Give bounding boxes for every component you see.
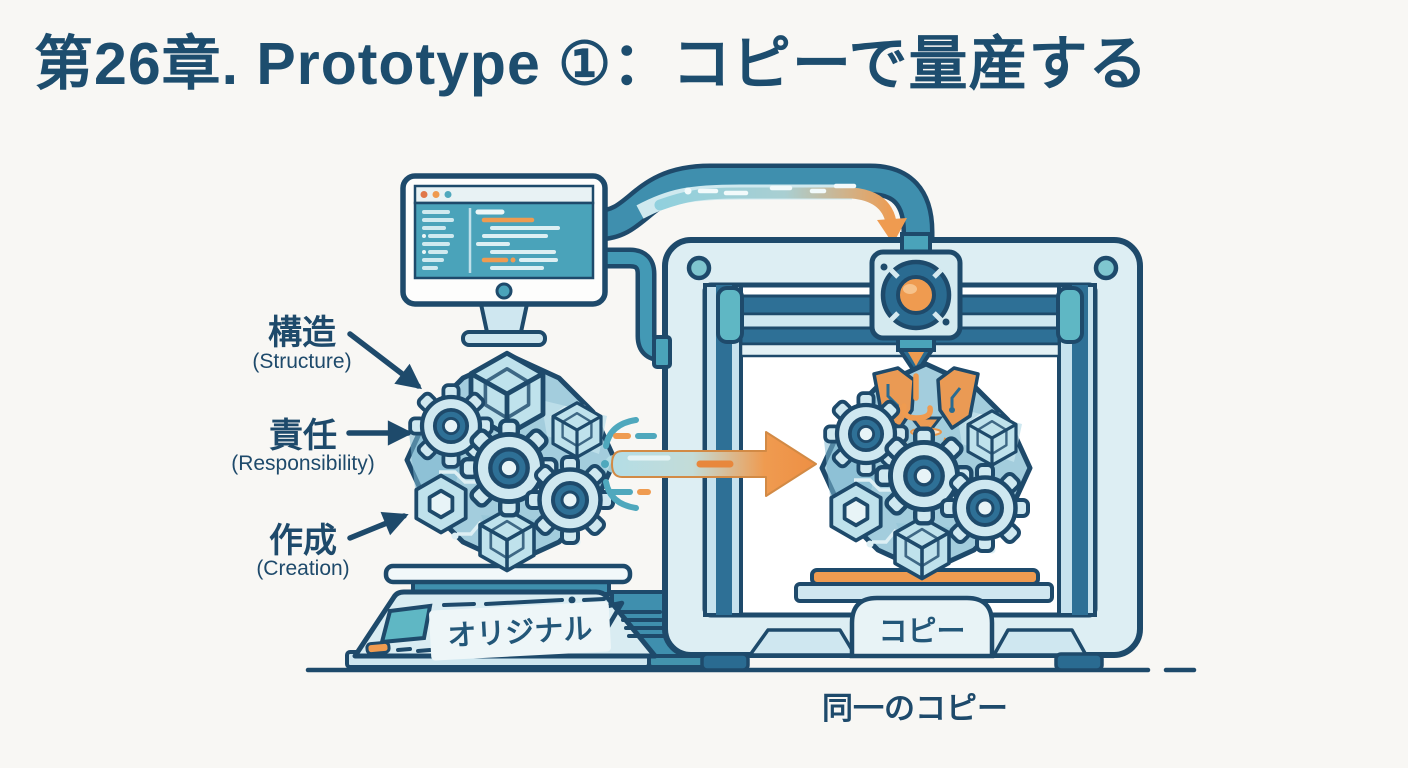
printer-screw-left xyxy=(686,255,712,281)
code-editor-monitor-illustration xyxy=(400,173,608,347)
monitor-stand-neck xyxy=(478,302,530,334)
window-dot-yellow xyxy=(432,191,440,198)
copy-nameplate xyxy=(849,595,995,659)
scanner-base-illustration: オリジナル xyxy=(345,563,731,669)
printer-screw-right xyxy=(1093,255,1119,281)
editor-titlebar xyxy=(413,184,595,205)
editor-screen xyxy=(413,201,595,280)
scanner-vents xyxy=(618,610,665,638)
original-label: オリジナル xyxy=(447,613,593,653)
print-head-illustration xyxy=(869,232,963,376)
window-dot-green xyxy=(444,191,452,198)
printer-grip-left xyxy=(716,286,744,344)
clone-flow-arrow xyxy=(601,417,817,511)
monitor-stand-base xyxy=(461,330,547,347)
copy-label: コピー xyxy=(878,616,965,648)
monitor-chin-button xyxy=(495,282,513,300)
filament-drip xyxy=(901,373,933,421)
callout-structure-en: (Structure) xyxy=(252,350,351,373)
editor-sidebar-lines xyxy=(422,210,454,270)
printer-foot-left xyxy=(700,652,750,672)
callout-responsibility-en: (Responsibility) xyxy=(231,452,375,475)
callout-responsibility-jp: 責任 xyxy=(269,417,337,455)
scanner-button xyxy=(365,640,391,656)
scanner-screen xyxy=(379,603,433,645)
cable-connector xyxy=(652,335,672,369)
callout-arrows xyxy=(346,331,423,541)
filament-data-pipe xyxy=(596,163,935,244)
printer-grip-right xyxy=(1056,286,1084,344)
original-object-illustration xyxy=(407,353,615,570)
identical-copy-caption: 同一のコピー xyxy=(822,691,1008,726)
window-dot-red xyxy=(420,191,428,198)
printer-foot-right xyxy=(1054,652,1104,672)
callout-creation-jp: 作成 xyxy=(269,522,337,560)
callout-creation-en: (Creation) xyxy=(256,557,349,580)
callout-structure-jp: 構造 xyxy=(268,314,336,352)
editor-code-lines xyxy=(475,209,560,270)
page-title: 第26章. Prototype ①：コピーで量産する xyxy=(34,31,1149,97)
